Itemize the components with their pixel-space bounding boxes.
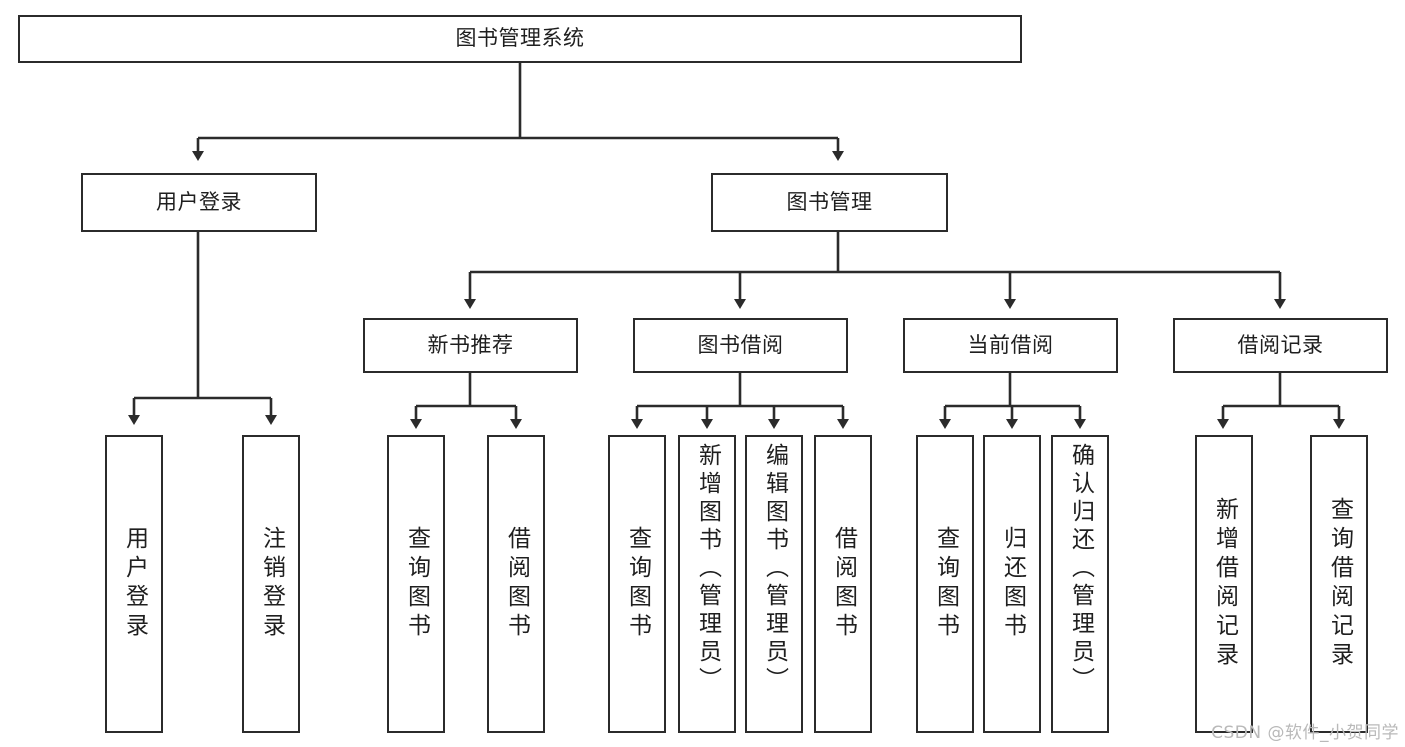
node-label: 编辑图书（管理员）: [761, 443, 788, 695]
node-label: 查询图书: [624, 526, 651, 642]
node-cur-confirm-return-admin[interactable]: 确认归还（管理员）: [1051, 435, 1109, 733]
node-new-book-recommend[interactable]: 新书推荐: [363, 318, 578, 373]
node-label: 借阅图书: [830, 526, 857, 642]
node-current-borrow[interactable]: 当前借阅: [903, 318, 1118, 373]
node-book-management[interactable]: 图书管理: [711, 173, 948, 232]
node-brw-borrow-book[interactable]: 借阅图书: [814, 435, 872, 733]
node-label: 注销登录: [258, 526, 285, 642]
node-label: 查询图书: [403, 526, 430, 642]
node-label: 借阅记录: [1237, 332, 1324, 357]
node-cur-query-book[interactable]: 查询图书: [916, 435, 974, 733]
node-label: 查询借阅记录: [1326, 497, 1353, 671]
node-label: 借阅图书: [503, 526, 530, 642]
node-label: 新增图书（管理员）: [694, 443, 721, 695]
node-add-borrow-record[interactable]: 新增借阅记录: [1195, 435, 1253, 733]
node-label: 图书管理系统: [455, 26, 585, 51]
node-user-login[interactable]: 用户登录: [81, 173, 317, 232]
node-label: 当前借阅: [967, 332, 1054, 357]
node-brw-edit-book-admin[interactable]: 编辑图书（管理员）: [745, 435, 803, 733]
node-label: 查询图书: [932, 526, 959, 642]
node-label: 归还图书: [999, 526, 1026, 642]
node-brw-query-book[interactable]: 查询图书: [608, 435, 666, 733]
node-rec-borrow-book[interactable]: 借阅图书: [487, 435, 545, 733]
node-brw-add-book-admin[interactable]: 新增图书（管理员）: [678, 435, 736, 733]
node-label: 新增借阅记录: [1211, 497, 1238, 671]
node-rec-query-book[interactable]: 查询图书: [387, 435, 445, 733]
node-do-logout[interactable]: 注销登录: [242, 435, 300, 733]
node-book-borrow[interactable]: 图书借阅: [633, 318, 848, 373]
node-label: 用户登录: [156, 189, 242, 214]
node-do-user-login[interactable]: 用户登录: [105, 435, 163, 733]
node-borrow-record[interactable]: 借阅记录: [1173, 318, 1388, 373]
node-query-borrow-record[interactable]: 查询借阅记录: [1310, 435, 1368, 733]
node-label: 新书推荐: [427, 332, 514, 357]
node-label: 图书管理: [786, 189, 873, 214]
node-root-system[interactable]: 图书管理系统: [18, 15, 1022, 63]
node-label: 用户登录: [121, 526, 148, 642]
node-label: 图书借阅: [697, 332, 784, 357]
node-cur-return-book[interactable]: 归还图书: [983, 435, 1041, 733]
node-label: 确认归还（管理员）: [1067, 443, 1094, 695]
